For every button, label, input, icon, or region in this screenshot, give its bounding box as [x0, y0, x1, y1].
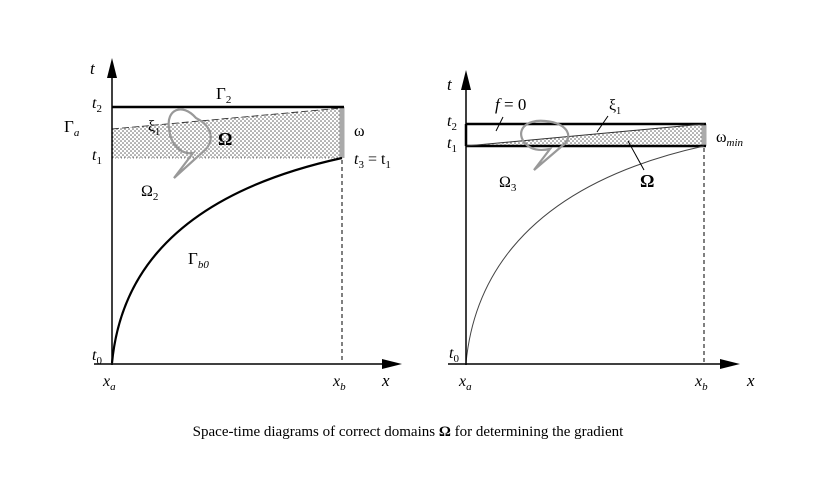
left-xi1-label: ξ1	[148, 118, 160, 138]
right-xi1-pointer	[596, 115, 609, 133]
right-omega-pointer	[627, 140, 645, 171]
left-t2-label: t2	[92, 95, 102, 115]
left-gamma-a-label: Γa	[64, 117, 80, 139]
left-omega2-callout	[167, 108, 212, 179]
right-omega-domain-label: Ω	[640, 171, 654, 191]
right-omega3-label: Ω3	[499, 174, 517, 194]
left-t3-label: t3 = t1	[354, 151, 391, 171]
right-x-axis-label: x	[746, 371, 755, 390]
right-xb-label: xb	[694, 373, 708, 393]
right-omega-min-label: ωmin	[716, 129, 744, 149]
caption-text-after: for determining the gradient	[450, 424, 624, 440]
left-omega2-label: Ω2	[141, 183, 158, 203]
figure-caption: Space-time diagrams of correct domains Ω…	[0, 424, 816, 441]
right-t2-label: t2	[447, 113, 457, 133]
caption-omega: Ω	[438, 424, 451, 440]
left-t-axis-label: t	[90, 59, 96, 78]
left-x-axis-label: x	[381, 371, 390, 390]
left-x-axis-arrow	[382, 359, 402, 369]
left-xa-label: xa	[102, 373, 116, 393]
right-f0-label: f = 0	[495, 95, 526, 114]
left-omega-domain-label: Ω	[218, 129, 232, 149]
right-xa-label: xa	[458, 373, 472, 393]
left-t1-label: t1	[92, 147, 102, 167]
right-omega3-callout	[520, 119, 570, 171]
right-x-axis-arrow	[720, 359, 740, 369]
right-diagram: t x t2 t1 t0 xa xb f = 0 ξ1 ωmin Ω3 Ω	[447, 70, 755, 393]
left-gamma-b0-label: Γb0	[188, 249, 209, 271]
right-xi1-label: ξ1	[609, 97, 621, 117]
right-f0-pointer	[495, 116, 504, 132]
left-t0-label: t0	[92, 347, 102, 367]
right-t-axis-label: t	[447, 75, 453, 94]
left-xi1-line	[111, 107, 343, 130]
left-gamma2-label: Γ2	[216, 84, 231, 106]
right-t-axis-arrow	[461, 70, 471, 90]
caption-text-before: Space-time diagrams of correct domains	[192, 424, 439, 440]
left-diagram: t x t2 t1 t0 xa xb Γ2 Γa ξ1 Ω ω t3 = t1	[64, 58, 402, 393]
right-t1-label: t1	[447, 135, 457, 155]
left-gamma-b0-curve	[110, 156, 343, 364]
right-xi1-line	[465, 123, 705, 147]
right-boundary-curve	[465, 145, 705, 364]
left-omega-small-label: ω	[354, 123, 365, 140]
left-t-axis-arrow	[107, 58, 117, 78]
left-xb-label: xb	[332, 373, 346, 393]
right-t0-label: t0	[449, 345, 459, 365]
